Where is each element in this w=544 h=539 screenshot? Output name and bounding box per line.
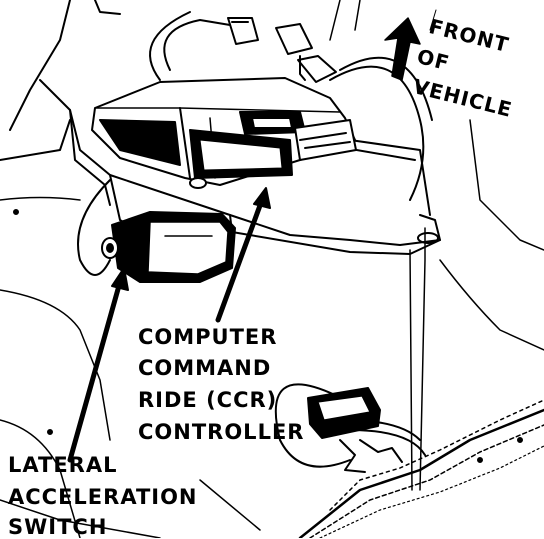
- front-arrow: [384, 9, 437, 81]
- ccr-controller-module: [91, 77, 357, 189]
- lateral-acceleration-switch: [101, 211, 236, 283]
- switch-label-line-2: ACCELERATION: [8, 485, 198, 509]
- top-connectors: [227, 17, 337, 83]
- switch-label-line-3: SWITCH: [8, 515, 108, 539]
- harness-connector: [307, 387, 403, 473]
- arrow-to-switch: [67, 279, 123, 463]
- ccr-label-line-3: RIDE (CCR): [138, 388, 278, 412]
- arrow-to-ccr: [215, 197, 265, 323]
- ccr-label-line-1: COMPUTER: [138, 325, 278, 349]
- ccr-label-line-4: CONTROLLER: [138, 420, 305, 444]
- frame-rail: [298, 399, 544, 538]
- ccr-label-line-2: COMMAND: [138, 356, 272, 380]
- switch-label-line-1: LATERAL: [8, 453, 118, 477]
- leader-arrows: [67, 187, 271, 463]
